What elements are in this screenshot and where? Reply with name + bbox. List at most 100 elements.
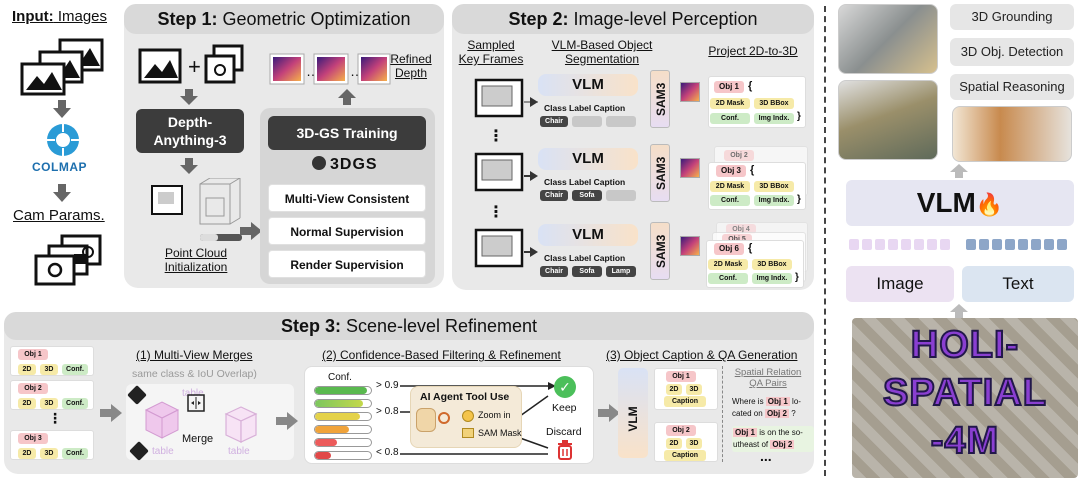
keep-label: Keep bbox=[552, 402, 577, 414]
brand-line: -4M bbox=[930, 419, 1000, 463]
depth-thumbnail bbox=[680, 82, 700, 102]
qa2-text-b: utheast of bbox=[733, 440, 769, 449]
caption-vlm-box bbox=[618, 368, 648, 458]
qa1-obj1: Obj 1 bbox=[765, 397, 790, 406]
brace-close: } bbox=[797, 194, 801, 205]
point-cloud-label: Point Cloud Initialization bbox=[164, 246, 228, 274]
3dgs-logo-icon bbox=[312, 156, 326, 170]
sub-2d: 2D bbox=[18, 448, 36, 459]
task-3d-grounding: 3D Grounding bbox=[950, 4, 1074, 30]
token bbox=[1057, 239, 1067, 250]
brace-open: { bbox=[750, 164, 755, 176]
conf-tag: Conf. bbox=[710, 195, 750, 206]
sub-3d: 3D bbox=[40, 364, 58, 375]
sub-2d: 2D bbox=[18, 364, 36, 375]
vlm-box: VLM bbox=[538, 224, 638, 246]
token bbox=[914, 239, 924, 250]
conf-tag: Conf. bbox=[708, 273, 748, 284]
down-arrow-icon bbox=[53, 184, 71, 207]
conf-bar-fill bbox=[315, 387, 367, 394]
col-project-label: Project 2D-to-3D bbox=[708, 44, 798, 58]
class-chip: Sofa bbox=[572, 190, 602, 201]
caption-label: Class Label Caption bbox=[544, 103, 626, 113]
supervision-item: Render Supervision bbox=[268, 250, 426, 278]
obj-tag-back: Obj 5 bbox=[722, 234, 752, 244]
qa1-obj2: Obj 2 bbox=[764, 409, 789, 418]
token bbox=[901, 239, 911, 250]
obj-tag-back: Obj 2 bbox=[724, 150, 754, 161]
3dgs-logo-text: 3DGS bbox=[330, 156, 378, 173]
keyframe-icon bbox=[474, 228, 524, 273]
scene-thumbnail bbox=[838, 80, 938, 160]
sub-3d: 3D bbox=[40, 448, 58, 459]
depth-anything-box: Depth- Anything-3 bbox=[136, 109, 244, 153]
obj-tag: Obj 1 bbox=[18, 349, 48, 360]
supervision-item: Normal Supervision bbox=[268, 217, 426, 245]
cap-obj-tag: Obj 1 bbox=[666, 371, 696, 382]
up-arrow-icon bbox=[950, 304, 968, 323]
right-arrow-icon bbox=[524, 244, 538, 262]
sub-conf: Conf. bbox=[62, 364, 88, 375]
conf-bar bbox=[314, 425, 372, 434]
vertical-dots: ⋮ bbox=[488, 204, 504, 221]
merge-icon bbox=[187, 394, 205, 417]
table-cubes-icon bbox=[142, 398, 182, 449]
sub-3d: 3D bbox=[40, 398, 58, 409]
class-chip: Lamp bbox=[606, 266, 636, 277]
gs-training-box: 3D-GS Training bbox=[268, 116, 426, 150]
caption-tag: Caption bbox=[664, 396, 706, 407]
brace-close: } bbox=[797, 111, 801, 122]
step1-title-bold: Step 1: bbox=[157, 9, 218, 29]
conf-bar bbox=[314, 399, 372, 408]
token bbox=[1005, 239, 1015, 250]
sam3-box: SAM3 bbox=[650, 222, 670, 280]
sub-3d: 3D bbox=[686, 384, 702, 395]
imgidx-tag: Img Indx. bbox=[752, 273, 792, 284]
refined-depth-frames: … … bbox=[268, 48, 392, 88]
merges-title: (1) Multi-View Merges bbox=[136, 348, 253, 362]
text-input-box: Text bbox=[962, 266, 1074, 302]
right-arrow-icon bbox=[240, 222, 262, 245]
vlm-box: VLM bbox=[538, 148, 638, 170]
token bbox=[1044, 239, 1054, 250]
conf-bar-fill bbox=[315, 413, 360, 420]
scene-thumbnail bbox=[952, 106, 1072, 162]
bbox-tag: 3D BBox bbox=[754, 98, 794, 109]
sub-conf: Conf. bbox=[62, 448, 88, 459]
brace-open: { bbox=[748, 242, 753, 254]
mask-tag: 2D Mask bbox=[710, 98, 750, 109]
caption-label: Class Label Caption bbox=[544, 253, 626, 263]
qa1-text-b: lo- bbox=[792, 397, 801, 406]
down-arrow-icon bbox=[180, 89, 198, 110]
up-arrow-icon bbox=[950, 164, 968, 183]
sub-2d: 2D bbox=[18, 398, 36, 409]
class-chip: Chair bbox=[540, 190, 568, 201]
conf-bar bbox=[314, 386, 372, 395]
obj-tag: Obj 3 bbox=[716, 165, 746, 177]
sub-conf: Conf. bbox=[62, 398, 88, 409]
col-sampled-label: Sampled Key Frames bbox=[458, 38, 524, 66]
cam-params-label: Cam Params. bbox=[13, 207, 105, 224]
token bbox=[966, 239, 976, 250]
sub-2d: 2D bbox=[666, 438, 682, 449]
depth-thumbnail bbox=[680, 236, 700, 256]
vlm-bar-label: VLM bbox=[916, 187, 976, 218]
qa-answer: Obj 1 is on the so- utheast of Obj 2 bbox=[732, 426, 814, 452]
step1-title: Step 1: Geometric Optimization bbox=[124, 4, 444, 34]
keyframe-icon bbox=[474, 78, 524, 123]
right-arrow-icon bbox=[276, 412, 298, 435]
discard-label: Discard bbox=[546, 426, 582, 438]
token bbox=[992, 239, 1002, 250]
scene-thumbnail bbox=[838, 4, 938, 74]
threshold-label: > 0.9 bbox=[376, 380, 399, 391]
mask-tag: 2D Mask bbox=[710, 181, 750, 192]
brace-open: { bbox=[748, 80, 753, 92]
token bbox=[875, 239, 885, 250]
obj-tag-back: Obj 4 bbox=[726, 224, 756, 234]
step3-title-bold: Step 3: bbox=[280, 316, 341, 336]
input-title-rest: Images bbox=[53, 8, 108, 25]
step1-title-rest: Geometric Optimization bbox=[217, 9, 411, 29]
conf-bar-fill bbox=[315, 452, 331, 459]
empty-chip bbox=[572, 116, 602, 127]
right-arrow-icon bbox=[598, 404, 620, 427]
